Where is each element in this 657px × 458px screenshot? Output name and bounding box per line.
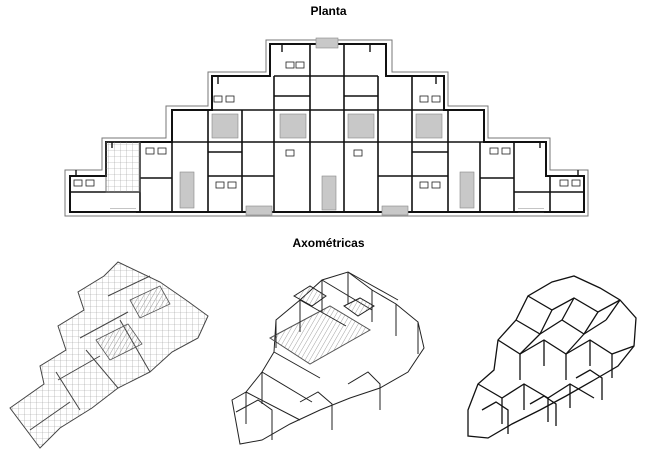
plan-door-stubs xyxy=(75,44,579,176)
axonometric-walls xyxy=(231,271,425,445)
plan-caption: Planta xyxy=(310,4,347,18)
axonometric-floor-slab xyxy=(9,261,209,449)
axonometric-roofs xyxy=(467,275,637,439)
plan-stair-left xyxy=(110,205,136,214)
plan-partitions xyxy=(70,44,584,212)
plan-outline xyxy=(64,39,589,217)
plan-stair-right xyxy=(518,205,544,214)
plan-grid-floor xyxy=(105,141,141,193)
plan-patios xyxy=(179,37,475,216)
plan-fixtures xyxy=(73,61,581,189)
floor-plan xyxy=(64,37,589,217)
axonometric-caption: Axométricas xyxy=(292,236,365,250)
